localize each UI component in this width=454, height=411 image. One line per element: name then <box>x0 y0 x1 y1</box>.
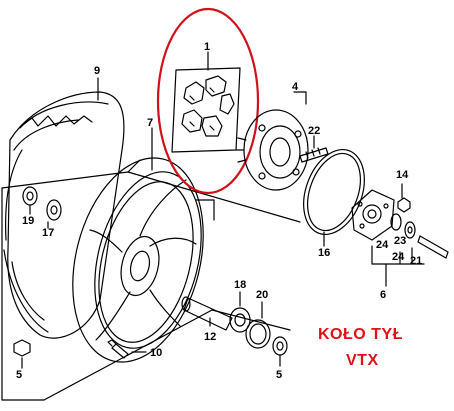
callout-12: 12 <box>204 331 216 343</box>
callout-5: 5 <box>276 369 282 381</box>
callout-22: 22 <box>308 125 320 137</box>
left-bearings <box>22 186 62 229</box>
driven-flange <box>235 91 309 191</box>
wheel-rim <box>72 157 215 363</box>
callout-23: 23 <box>394 235 406 247</box>
caption-line-2: VTX <box>346 352 379 369</box>
callout-16: 16 <box>318 247 330 259</box>
circlip-ring <box>303 148 365 247</box>
callout-18: 18 <box>234 279 246 291</box>
oil-seal <box>245 301 271 349</box>
callout-14: 14 <box>396 169 409 181</box>
callout-24-right: 24 <box>392 251 405 263</box>
callout-21: 21 <box>410 255 422 267</box>
callout-20: 20 <box>256 289 268 301</box>
callout-9: 9 <box>94 65 100 77</box>
bearing <box>229 291 251 333</box>
final-driven-hub <box>351 183 449 287</box>
callout-1: 1 <box>204 41 210 53</box>
exploded-view-frame <box>1 159 301 401</box>
side-collar <box>272 336 288 367</box>
axle-collar <box>181 296 233 331</box>
damper-rubbers <box>171 51 241 153</box>
callout-10: 10 <box>150 347 162 359</box>
callout-17: 17 <box>42 227 54 239</box>
tire-valve <box>107 339 147 359</box>
caption-line-1: KOŁO TYŁ <box>318 326 403 343</box>
callout-6: 6 <box>380 289 386 301</box>
highlight-oval <box>156 7 260 195</box>
valve-nut <box>13 339 31 369</box>
callout-numbers: 1 4 5 6 7 9 10 12 14 16 17 18 19 20 21 2… <box>16 41 422 381</box>
callout-4: 4 <box>292 81 299 93</box>
callout-7: 7 <box>147 117 153 129</box>
callout-24-left: 24 <box>376 239 389 251</box>
callout-5-left: 5 <box>16 369 22 381</box>
callout-19: 19 <box>22 215 34 227</box>
